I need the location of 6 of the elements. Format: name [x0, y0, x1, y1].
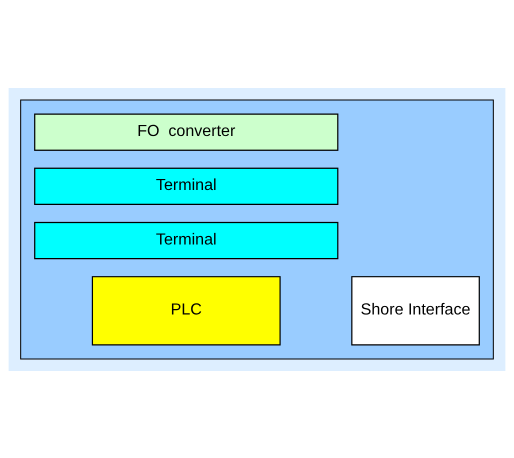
- node-box: Terminal: [34, 167, 338, 205]
- cluster: [20, 99, 494, 359]
- node-box: Terminal: [34, 221, 338, 259]
- node-box: Shore Interface: [351, 276, 480, 346]
- node-box: PLC: [92, 276, 281, 346]
- node-box: FO converter: [34, 112, 338, 150]
